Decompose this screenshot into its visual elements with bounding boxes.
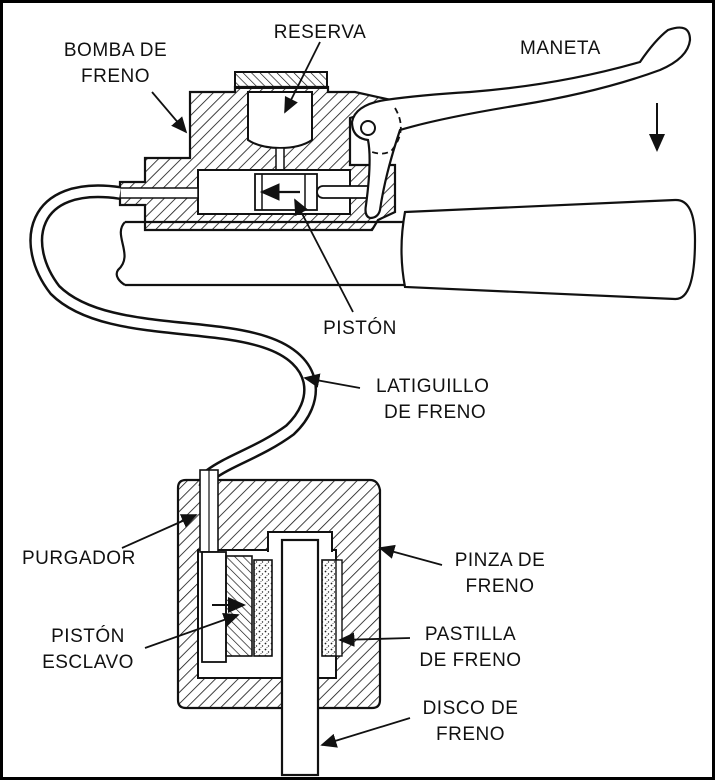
label-piston-esclavo: PISTÓN ESCLAVO xyxy=(42,626,134,673)
label-pinza-de-freno: PINZA DE FRENO xyxy=(454,550,546,597)
label-bomba-de-freno: BOMBA DE FRENO xyxy=(63,40,168,87)
brake-lever xyxy=(350,26,692,220)
brake-hose xyxy=(29,184,318,491)
master-cylinder-body xyxy=(118,71,405,232)
leader-lines xyxy=(121,41,443,748)
label-purgador: PURGADOR xyxy=(22,548,136,569)
label-pastilla-de-freno: PASTILLA DE FRENO xyxy=(419,624,522,671)
handlebar xyxy=(115,220,407,287)
handlebar-grip xyxy=(400,198,697,301)
brake-disc xyxy=(280,538,320,777)
label-reserva: RESERVA xyxy=(273,22,367,43)
label-piston: PISTÓN xyxy=(323,318,397,339)
label-latiguillo-de-freno: LATIGUILLO DE FRENO xyxy=(376,376,490,423)
brake-caliper xyxy=(176,469,382,710)
label-disco-de-freno: DISCO DE FRENO xyxy=(422,698,519,745)
label-maneta: MANETA xyxy=(520,38,601,59)
